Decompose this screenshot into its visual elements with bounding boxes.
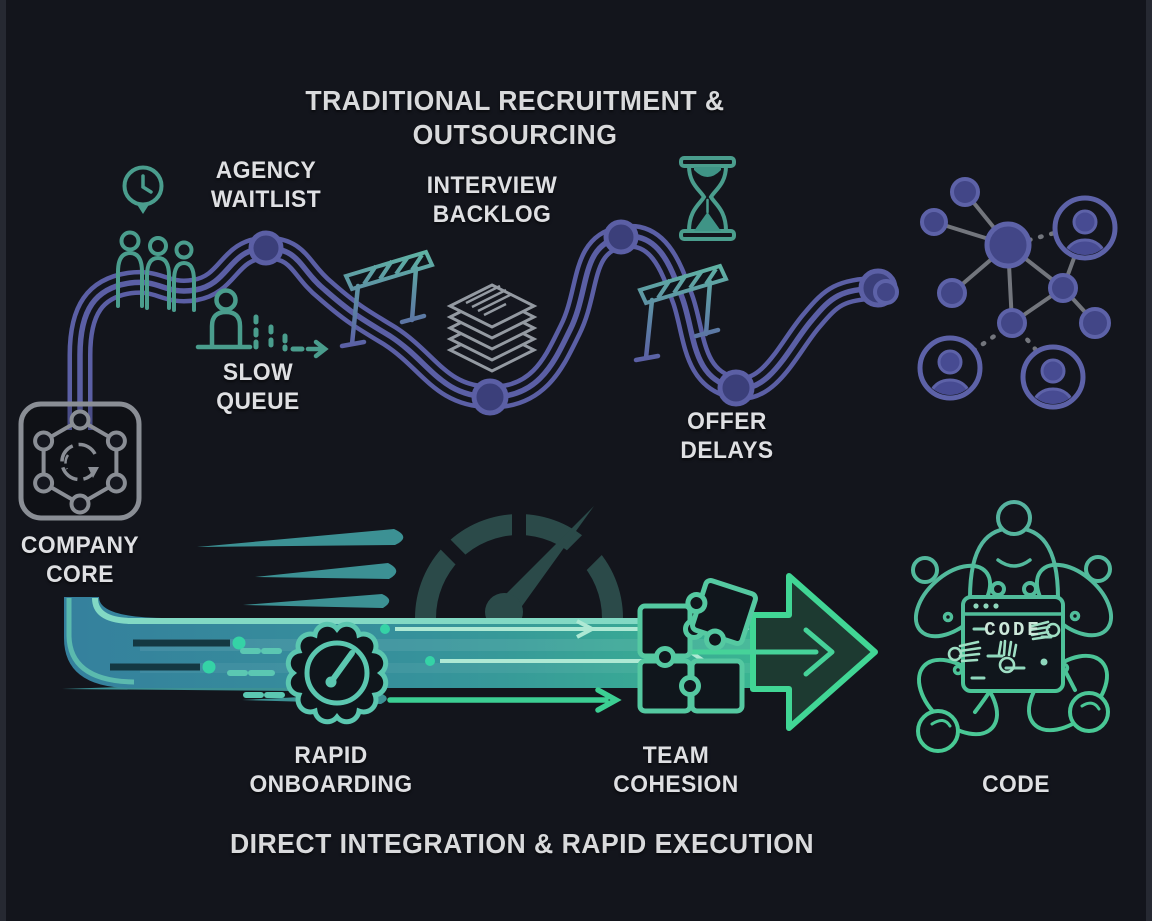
speed-badge-gauge-icon <box>227 621 389 725</box>
left-edge-strip <box>0 0 6 921</box>
speedometer-icon <box>415 506 623 631</box>
team-around-code-window-icon <box>911 500 1114 753</box>
bottom-flow-title: DIRECT INTEGRATION & RAPID EXECUTION <box>229 828 815 859</box>
talent-network-icon <box>873 177 1115 419</box>
paper-stack-icon <box>446 283 538 373</box>
right-edge-strip <box>1146 0 1152 921</box>
queue-person-trail-icon <box>195 288 329 359</box>
top-flow-title: TRADITIONAL RECRUITMENT & OUTSOURCING <box>305 85 725 150</box>
hourglass-icon <box>679 156 736 241</box>
path-node <box>471 378 509 416</box>
label-team-cohesion: TEAM COHESION <box>613 742 739 798</box>
path-node <box>603 219 639 255</box>
label-code: CODE <box>982 771 1050 798</box>
puzzle-pieces-icon <box>637 578 758 714</box>
avatar <box>1055 198 1115 270</box>
sync-arrows-icon <box>60 442 99 482</box>
label-slow-queue: SLOW QUEUE <box>216 359 300 415</box>
path-node <box>248 230 284 266</box>
waiting-crowd-clock-icon <box>116 165 196 312</box>
label-company-core: COMPANY CORE <box>20 532 140 588</box>
avatar <box>920 338 980 410</box>
company-core-icon <box>18 401 142 521</box>
label-rapid-onboarding: RAPID ONBOARDING <box>249 742 413 798</box>
label-agency-waitlist: AGENCY WAITLIST <box>210 157 322 213</box>
label-interview-backlog: INTERVIEW BACKLOG <box>426 172 558 228</box>
avatar <box>1023 347 1083 419</box>
code-window-text: CODE <box>984 619 1042 641</box>
below-band-arrow-icon <box>387 687 622 713</box>
path-node <box>717 369 755 407</box>
label-offer-delays: OFFER DELAYS <box>680 408 774 464</box>
